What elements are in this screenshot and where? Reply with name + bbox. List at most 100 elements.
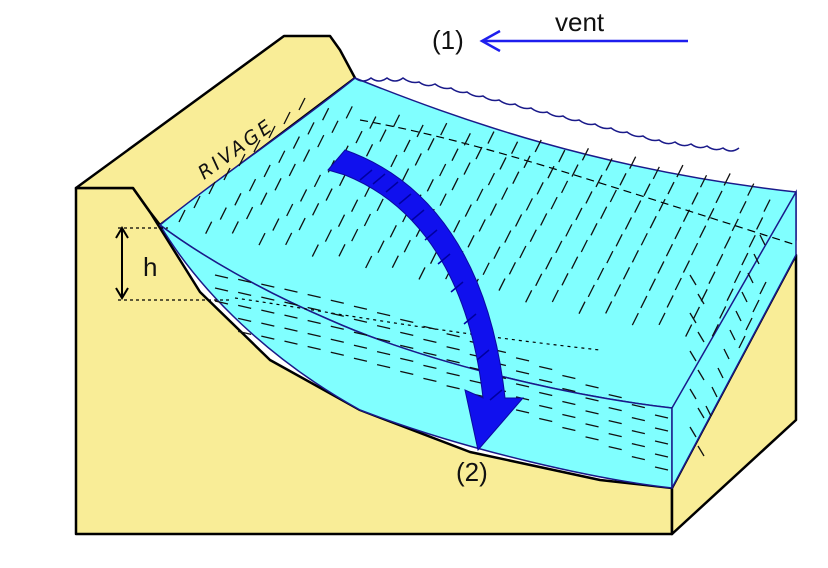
ripple-dash bbox=[400, 331, 414, 336]
ripple-dash bbox=[261, 296, 275, 301]
ripple-dash bbox=[608, 445, 622, 451]
ripple-dash bbox=[284, 301, 298, 306]
ripple-dash bbox=[324, 229, 333, 242]
ripple-dash bbox=[238, 330, 252, 336]
ripple-dash bbox=[365, 255, 373, 269]
ripple-dash bbox=[423, 351, 437, 356]
ripple-dash bbox=[535, 273, 543, 287]
ripple-dash bbox=[501, 187, 509, 200]
ripple-dash bbox=[733, 270, 742, 284]
ripple-dash bbox=[463, 162, 471, 175]
ripple-dash bbox=[534, 139, 542, 153]
ripple-dash bbox=[654, 427, 669, 432]
ripple-dash bbox=[752, 299, 760, 313]
ripple-dash bbox=[613, 284, 622, 297]
ripple-dash bbox=[717, 367, 724, 379]
ripple-dash bbox=[427, 137, 435, 151]
ripple-dash bbox=[248, 178, 257, 192]
ripple-dash bbox=[756, 217, 764, 230]
arrow-hatch-line bbox=[463, 313, 477, 325]
ripple-dash bbox=[389, 225, 397, 238]
ripple-dash bbox=[719, 306, 727, 319]
height-marker bbox=[115, 226, 232, 301]
ripple-dash bbox=[682, 209, 691, 223]
ripple-dash bbox=[697, 293, 705, 305]
arrow-hatch-line bbox=[437, 253, 451, 265]
ripple-dash bbox=[715, 190, 723, 204]
ripple-dash bbox=[355, 130, 363, 144]
ripple-dash bbox=[178, 209, 186, 223]
ripple-dash bbox=[377, 240, 385, 253]
ripple-dash bbox=[238, 317, 252, 323]
ripple-dash bbox=[560, 180, 569, 194]
ripple-dash bbox=[238, 304, 252, 310]
ripple-dash bbox=[284, 314, 298, 319]
ripple-dash bbox=[747, 183, 755, 196]
ripple-dash bbox=[446, 333, 460, 338]
ripple-dash bbox=[376, 198, 384, 212]
ripple-dash bbox=[292, 136, 300, 149]
ripple-dash bbox=[429, 251, 438, 265]
ripple-dash bbox=[609, 189, 617, 203]
ripple-dash bbox=[690, 242, 699, 256]
ripple-dash bbox=[487, 131, 495, 144]
ripple-dash bbox=[284, 288, 298, 293]
ripple-dash bbox=[403, 239, 411, 253]
arrow-hatch-line bbox=[398, 193, 412, 205]
ripple-dash bbox=[403, 139, 411, 153]
ripple-dash bbox=[312, 203, 320, 216]
ripple-dash bbox=[700, 289, 708, 302]
ripple-dash bbox=[223, 167, 231, 181]
wind-label: vent bbox=[555, 7, 605, 37]
ripple-dash bbox=[631, 456, 645, 461]
ripple-dash bbox=[302, 149, 311, 162]
ripple-dash bbox=[555, 240, 563, 254]
ripple-dash bbox=[214, 300, 229, 305]
arrow-hatch-line bbox=[489, 389, 503, 401]
ripple-dash bbox=[515, 357, 530, 362]
ripple-dash bbox=[631, 430, 645, 435]
ripple-dash bbox=[498, 278, 506, 291]
ripple-dash bbox=[571, 256, 579, 269]
ripple-dash bbox=[451, 177, 459, 191]
ripple-dash bbox=[330, 351, 344, 356]
ripple-dash bbox=[562, 374, 576, 380]
ripple-dash bbox=[575, 207, 583, 221]
ripple-dash bbox=[699, 225, 707, 239]
ripple-dash bbox=[214, 274, 229, 279]
ripple-dash bbox=[697, 445, 705, 457]
ripple-dash bbox=[571, 164, 579, 177]
ripple-dash bbox=[464, 204, 472, 217]
ripple-dash bbox=[261, 309, 275, 314]
ripple-dash bbox=[699, 174, 708, 188]
current-arrow-shading bbox=[359, 169, 503, 401]
ripple-dash bbox=[515, 383, 530, 388]
ripple-dash bbox=[658, 198, 666, 212]
ripple-dash bbox=[689, 388, 697, 400]
ripple-dash bbox=[529, 229, 537, 243]
ripple-dash bbox=[423, 364, 437, 369]
ripple-dash bbox=[272, 218, 280, 231]
ripple-dash bbox=[475, 146, 483, 160]
ripple-dash bbox=[608, 393, 622, 399]
ripple-dash bbox=[499, 157, 507, 170]
ripple-dash bbox=[376, 350, 391, 356]
arrow-hatch-line bbox=[424, 229, 438, 241]
ripple-dash bbox=[654, 453, 669, 458]
ripple-dash bbox=[331, 120, 339, 134]
ripple-dash bbox=[311, 244, 319, 257]
ripple-dash bbox=[330, 312, 344, 317]
ripple-dash bbox=[596, 267, 605, 281]
ripple-dash bbox=[353, 357, 368, 362]
ripple-dash bbox=[741, 252, 749, 266]
ripple-dash bbox=[278, 150, 286, 164]
ripple-dash bbox=[631, 249, 639, 263]
ripple-dash bbox=[539, 365, 553, 371]
ripple-dash bbox=[463, 133, 471, 146]
ripple-dash bbox=[467, 235, 475, 248]
ripple-dash bbox=[674, 226, 682, 240]
ripple-dash bbox=[234, 193, 242, 206]
point-1-label: (1) bbox=[432, 25, 464, 55]
ripple-dash bbox=[525, 289, 533, 303]
ripple-dash bbox=[657, 261, 665, 274]
